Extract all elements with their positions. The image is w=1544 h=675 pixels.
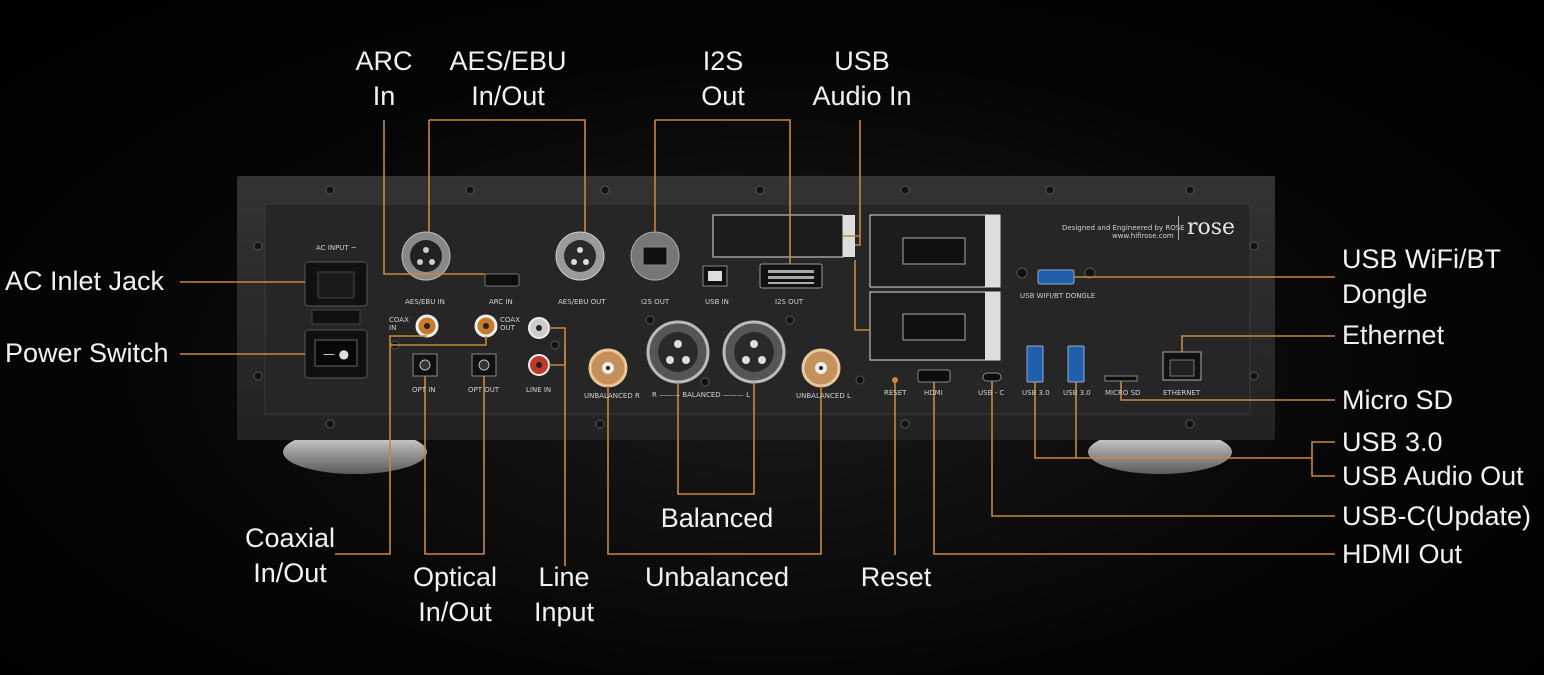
panel-url-label: www.hifirose.com bbox=[1112, 232, 1174, 240]
panel-usbc-label: USB - C bbox=[978, 389, 1005, 397]
label-optical-line2: In/Out bbox=[418, 597, 492, 627]
label-optical: Optical In/Out bbox=[413, 560, 497, 630]
panel-arc-in-label: ARC IN bbox=[489, 298, 513, 306]
panel-coax-out-label: COAX OUT bbox=[500, 316, 520, 332]
label-line-input-line1: Line bbox=[538, 562, 590, 592]
label-arc-in-line2: In bbox=[372, 81, 396, 111]
label-coaxial-line1: Coaxial bbox=[244, 523, 336, 553]
label-usb-audio-out: USB Audio Out bbox=[1342, 461, 1524, 491]
label-i2s-out-line2: Out bbox=[701, 81, 745, 111]
panel-i2s-out2-label: I2S OUT bbox=[775, 298, 804, 306]
label-micro-sd: Micro SD bbox=[1342, 385, 1454, 415]
label-coaxial-line2: In/Out bbox=[253, 558, 327, 588]
label-hdmi-out: HDMI Out bbox=[1342, 539, 1463, 569]
panel-usb30a-label: USB 3.0 bbox=[1022, 389, 1050, 397]
label-coaxial: Coaxial In/Out bbox=[245, 521, 335, 591]
panel-usb30b-label: USB 3.0 bbox=[1063, 389, 1091, 397]
panel-dongle-label: USB WIFI/BT DONGLE bbox=[1020, 292, 1096, 300]
label-balanced: Balanced bbox=[660, 503, 774, 533]
label-arc-in: ARC In bbox=[355, 44, 412, 114]
usb-wifi-bt-port bbox=[1037, 269, 1075, 285]
label-aes-ebu: AES/EBU In/Out bbox=[449, 44, 566, 114]
label-usb-audio-in-line1: USB bbox=[834, 46, 890, 76]
screws bbox=[253, 185, 1259, 429]
reset-button bbox=[892, 377, 898, 383]
panel-hdmi-label: HDMI bbox=[924, 389, 943, 397]
panel-unbal-r-label: UNBALANCED R bbox=[584, 392, 640, 400]
label-usb-wifi-bt: USB WiFi/BT Dongle bbox=[1342, 242, 1501, 312]
panel-opt-in-label: OPT IN bbox=[412, 386, 436, 394]
panel-ethernet-label: ETHERNET bbox=[1163, 389, 1201, 397]
label-ac-inlet-jack: AC Inlet Jack bbox=[5, 266, 165, 296]
label-usb-wifi-bt-line2: Dongle bbox=[1342, 279, 1428, 309]
label-reset: Reset bbox=[860, 562, 932, 592]
panel-microsd-label: MICRO SD bbox=[1105, 389, 1141, 397]
usb-c-port bbox=[982, 372, 1002, 382]
label-usb-c: USB-C(Update) bbox=[1342, 501, 1532, 531]
label-power-switch: Power Switch bbox=[5, 338, 169, 368]
panel-aes-in-label: AES/EBU IN bbox=[405, 298, 445, 306]
panel-opt-out-label: OPT OUT bbox=[468, 386, 500, 394]
arc-in-port bbox=[484, 273, 520, 287]
panel-usb-in-label: USB IN bbox=[705, 298, 729, 306]
usb30-port-1 bbox=[1026, 345, 1044, 383]
panel-aes-out-label: AES/EBU OUT bbox=[558, 298, 606, 306]
hdmi-out-port bbox=[917, 369, 951, 383]
label-usb-wifi-bt-line1: USB WiFi/BT bbox=[1342, 244, 1501, 274]
label-aes-ebu-line1: AES/EBU bbox=[449, 46, 567, 76]
label-i2s-out: I2S Out bbox=[701, 44, 745, 114]
panel-balanced-label: R ——— BALANCED ——— L bbox=[652, 391, 751, 399]
label-line-input-line2: Input bbox=[533, 597, 595, 627]
label-unbalanced: Unbalanced bbox=[644, 562, 790, 592]
panel-reset-label: RESET bbox=[884, 389, 907, 397]
label-usb-audio-in-line2: Audio In bbox=[812, 81, 912, 111]
left-foot bbox=[283, 430, 427, 474]
label-usb30: USB 3.0 bbox=[1342, 427, 1443, 457]
leader-lines bbox=[180, 119, 1335, 566]
svg-text:— ●: — ● bbox=[323, 347, 349, 361]
label-optical-line1: Optical bbox=[412, 562, 498, 592]
panel-i2s-out-label: I2S OUT bbox=[641, 298, 670, 306]
usb30-port-2 bbox=[1067, 345, 1085, 383]
panel-unbal-l-label: UNBALANCED L bbox=[796, 392, 851, 400]
panel-ac-input-label: AC INPUT ~ bbox=[316, 244, 357, 252]
label-i2s-out-line1: I2S bbox=[702, 46, 744, 76]
micro-sd-slot bbox=[1104, 375, 1138, 382]
brand-logo: rose bbox=[1178, 216, 1235, 240]
right-foot bbox=[1088, 430, 1232, 474]
label-arc-in-line1: ARC bbox=[355, 46, 413, 76]
panel-designed-label: Designed and Engineered by ROSE bbox=[1062, 224, 1185, 232]
label-usb-audio-in: USB Audio In bbox=[812, 44, 911, 114]
panel-line-in-label: LINE IN bbox=[526, 386, 552, 394]
label-ethernet: Ethernet bbox=[1342, 320, 1445, 350]
label-aes-ebu-line2: In/Out bbox=[471, 81, 545, 111]
label-line-input: Line Input bbox=[534, 560, 594, 630]
panel-coax-in-label: COAX IN bbox=[389, 316, 409, 332]
